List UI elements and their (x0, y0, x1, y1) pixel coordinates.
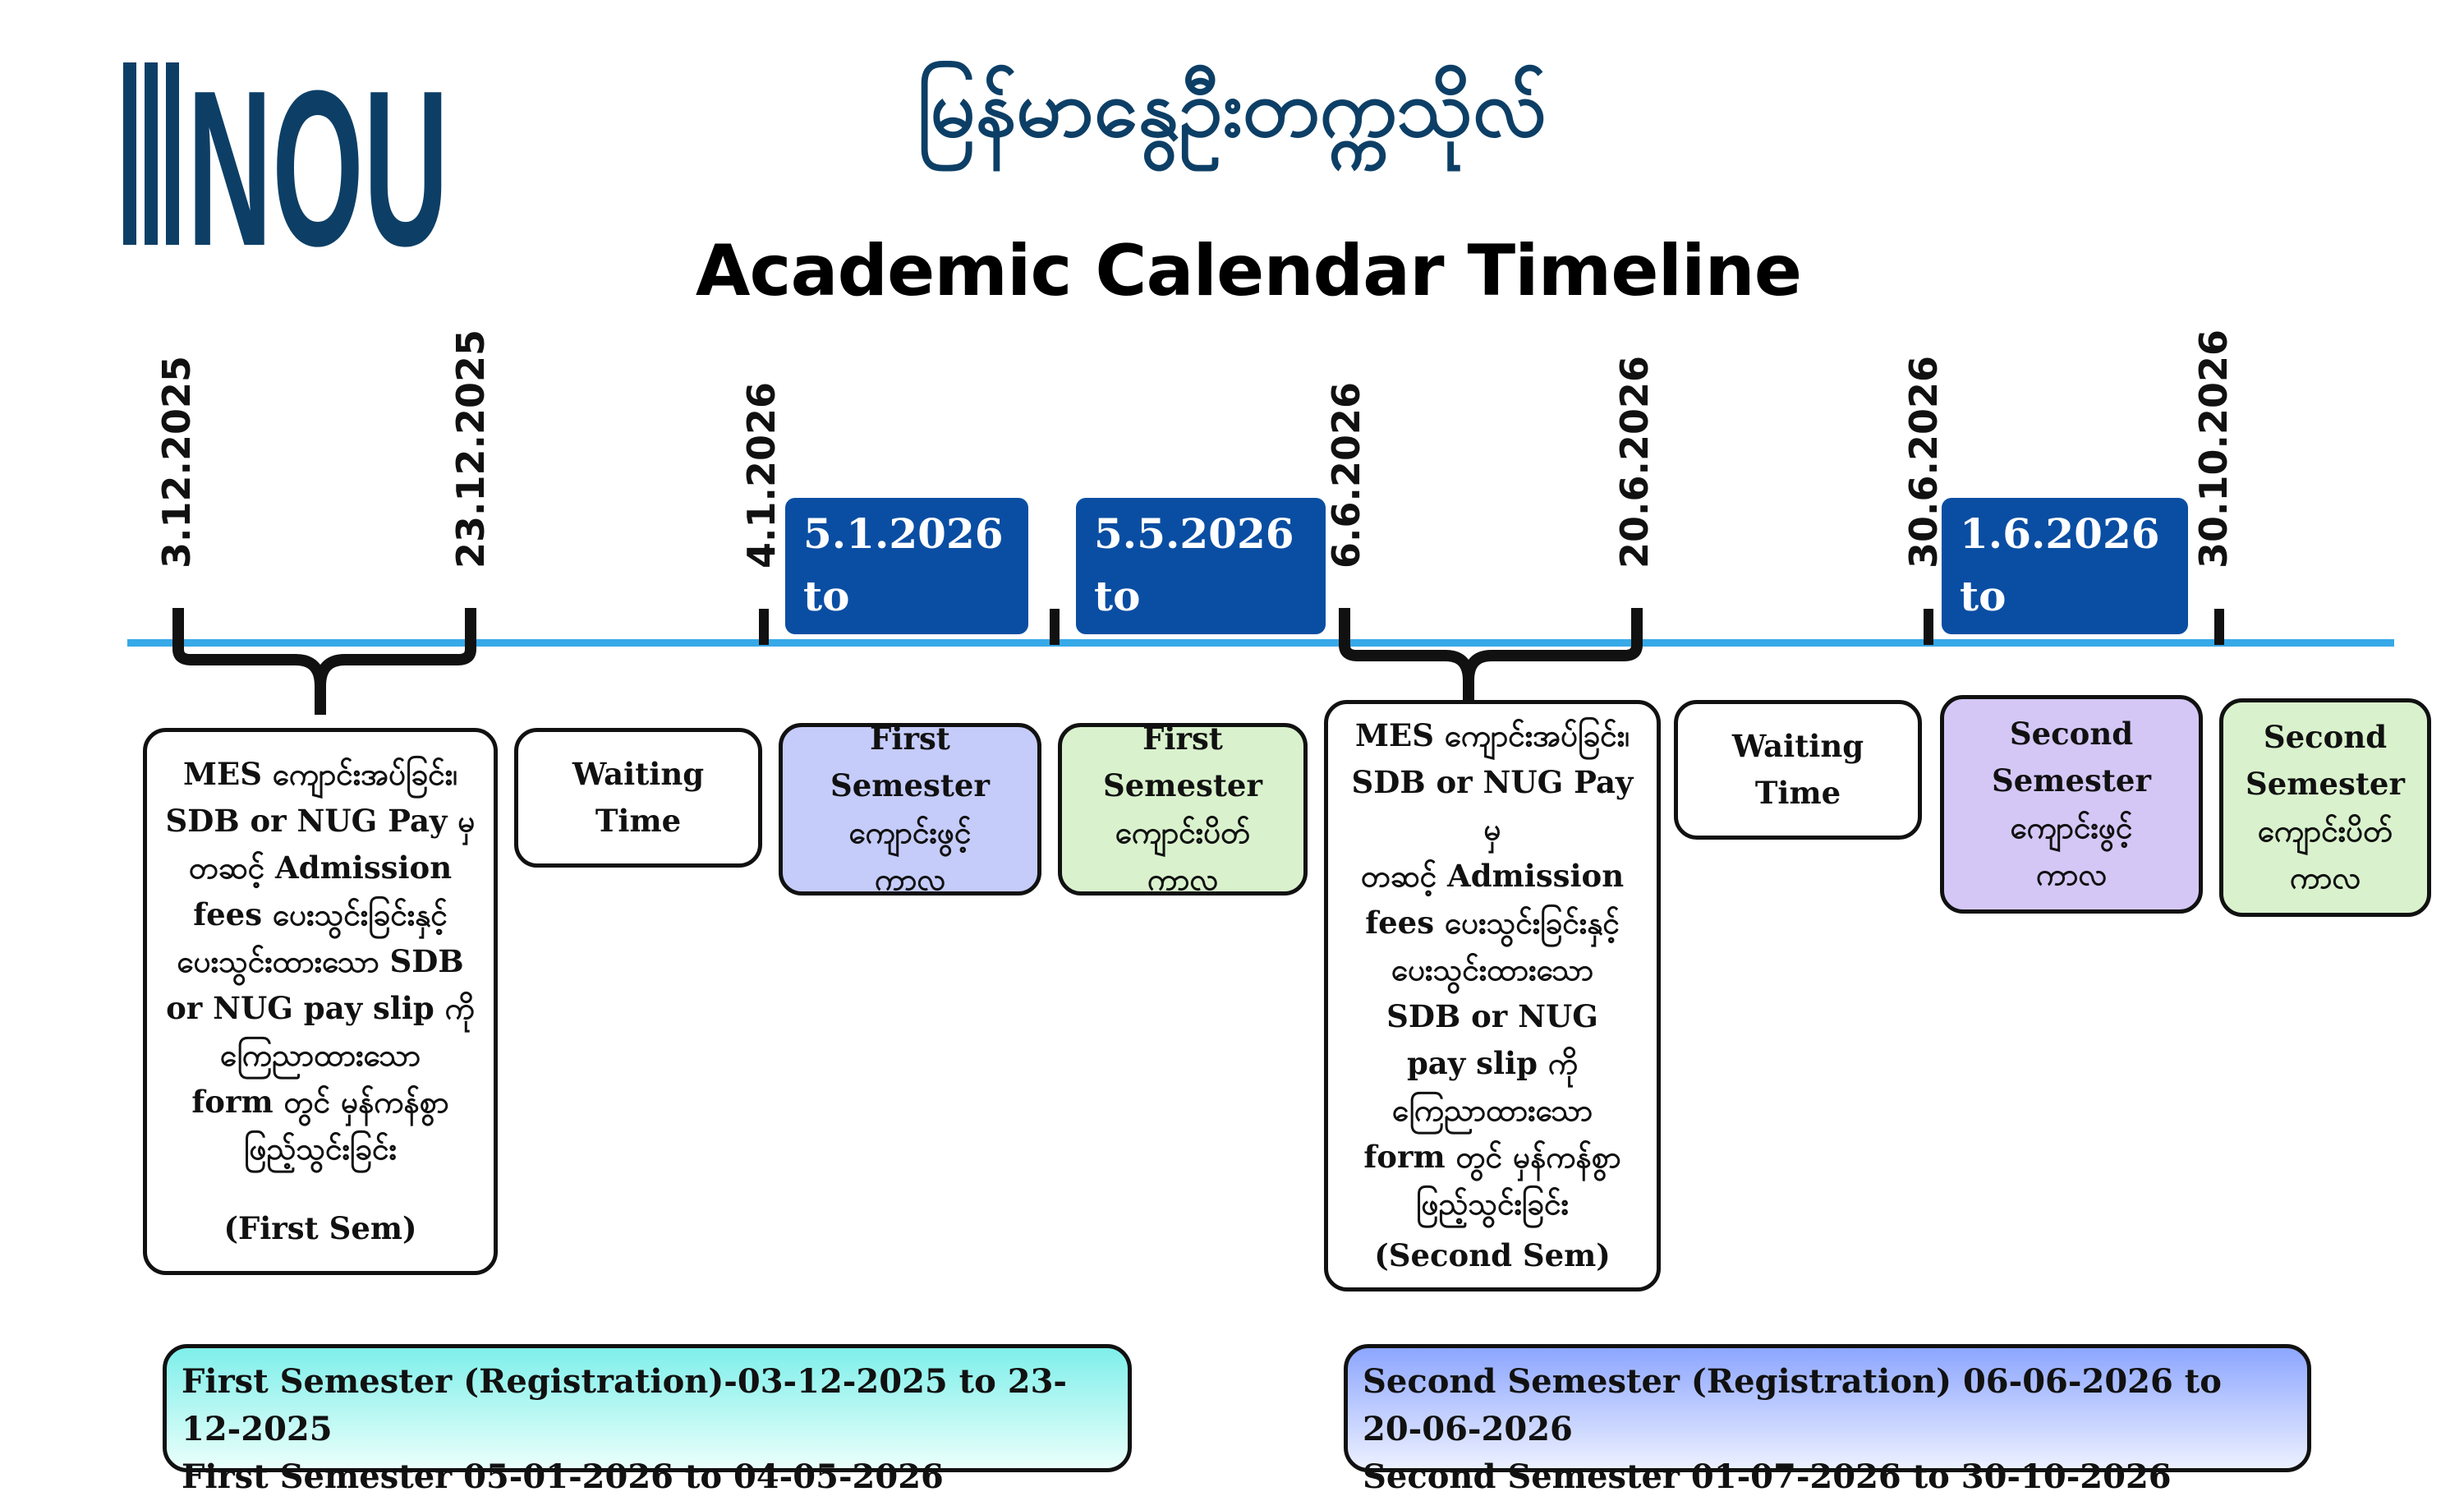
box-second-registration: MES ကျောင်းအပ်ခြင်း၊ SDB or NUG Pay မှ တ… (1324, 700, 1661, 1292)
semester-close-text: First Semester ကျောင်းပိတ် ကာလ (1103, 721, 1262, 897)
waiting-text: Waiting Time (572, 756, 705, 839)
summary-line: Second Semester 01-07-2026 to 30-10-2026 (1363, 1457, 2172, 1496)
summary-second-semester: Second Semester (Registration) 06-06-202… (1344, 1344, 2311, 1496)
waiting-text: Waiting Time (1731, 728, 1864, 811)
summary-line: Second Semester (Registration) 06-06-202… (1363, 1362, 2222, 1448)
registration-tag: (Second Sem) (1374, 1237, 1611, 1273)
timeline-tick (1050, 609, 1060, 645)
range-line1: 5.5.2026 to (1094, 509, 1294, 620)
date-label: 30.6.2026 (1901, 356, 1946, 569)
brace-second-registration (1339, 608, 1643, 702)
timeline-line (127, 639, 2394, 647)
date-label: 20.6.2026 (1612, 356, 1657, 569)
range-line2: 30.6.2026 (1094, 634, 1323, 683)
range-first-semester: 5.1.2026 to 4.5.2026 (785, 498, 1028, 683)
range-line1: 1.6.2026 to (1960, 509, 2160, 620)
date-label: 3.12.2025 (154, 356, 199, 569)
logo-text: NOU (187, 56, 448, 253)
range-line1: 5.1.2026 to (803, 509, 1004, 620)
brace-first-registration (172, 608, 476, 715)
range-first-break: 5.5.2026 to 30.6.2026 (1076, 498, 1326, 683)
title-myanmar: မြန်မာနွေဦးတက္ကသိုလ် (917, 62, 1547, 154)
summary-line: First Semester 05-01-2026 to 04-05-2026 (182, 1457, 944, 1496)
semester-close-text: Second Semester ကျောင်းပိတ် ကာလ (2246, 719, 2405, 896)
box-second-semester-open: Second Semester ကျောင်းဖွင့် ကာလ (1940, 695, 2203, 914)
semester-open-text: First Semester ကျောင်းဖွင့် ကာလ (830, 721, 990, 897)
title-english: Academic Calendar Timeline (695, 230, 1802, 312)
date-label: 23.12.2025 (448, 329, 493, 569)
box-waiting-time-2: Waiting Time (1674, 700, 1922, 840)
box-first-semester-close: First Semester ကျောင်းပိတ် ကာလ (1058, 721, 1308, 897)
range-second-semester: 1.6.2026 to 30.10.2026 (1942, 498, 2217, 683)
date-label: 6.6.2026 (1324, 382, 1368, 569)
registration-text: MES ကျောင်းအပ်ခြင်း၊ SDB or NUG Pay မှ တ… (1351, 717, 1634, 1222)
box-first-registration: MES ကျောင်းအပ်ခြင်း၊ SDB or NUG Pay မှ တ… (143, 728, 498, 1275)
summary-first-semester: First Semester (Registration)-03-12-2025… (163, 1344, 1132, 1496)
range-line2: 4.5.2026 (803, 634, 1004, 683)
summary-line: First Semester (Registration)-03-12-2025… (182, 1362, 1068, 1448)
box-first-semester-open: First Semester ကျောင်းဖွင့် ကာလ (779, 721, 1041, 897)
timeline-tick (1924, 609, 1933, 645)
registration-tag: (First Sem) (223, 1210, 417, 1246)
nou-logo: NOU (123, 56, 448, 253)
registration-text: MES ကျောင်းအပ်ခြင်း၊ SDB or NUG Pay မှ တ… (165, 756, 476, 1167)
date-label: 30.10.2026 (2191, 329, 2236, 569)
timeline-tick (759, 609, 769, 645)
date-label: 4.1.2026 (739, 382, 784, 569)
semester-open-text: Second Semester ကျောင်းဖွင့် ကာလ (1992, 716, 2151, 892)
box-waiting-time-1: Waiting Time (514, 728, 762, 868)
range-line2: 30.10.2026 (1960, 634, 2218, 683)
box-second-semester-close: Second Semester ကျောင်းပိတ် ကာလ (2219, 698, 2431, 917)
timeline-tick (2214, 609, 2224, 645)
